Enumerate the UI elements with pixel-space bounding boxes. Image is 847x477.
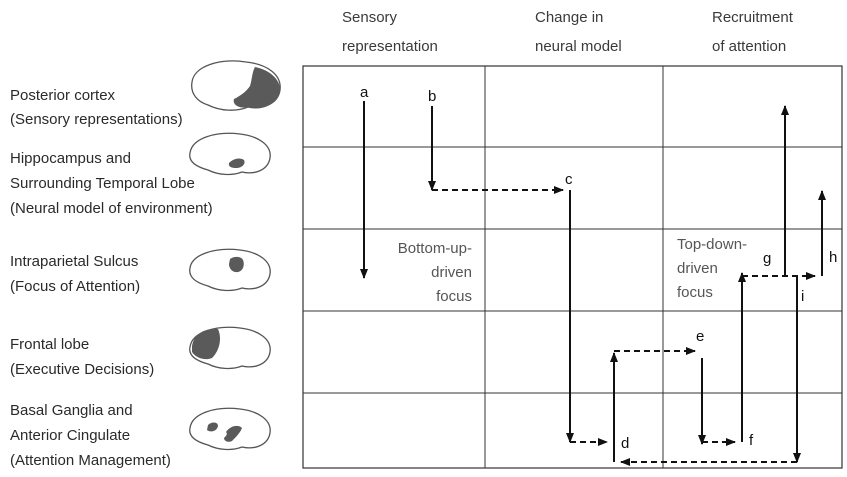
point-labels: a b c d e f g h i	[360, 84, 837, 452]
annotation-top-down: Top-down- driven focus	[677, 236, 747, 301]
point-label-i: i	[801, 288, 804, 305]
row-label-intraparietal-line1: Intraparietal Sulcus	[10, 253, 138, 270]
annotation-top-down-line2: driven	[677, 260, 718, 277]
column-header-attention-line1: Recruitment	[712, 9, 794, 26]
row-label-posterior-cortex-line1: Posterior cortex	[10, 87, 116, 104]
brain-hippocampus-icon	[189, 132, 271, 176]
column-header-neural-model-line1: Change in	[535, 9, 603, 26]
annotation-bottom-up-line1: Bottom-up-	[398, 240, 472, 257]
row-label-frontal-lobe-line1: Frontal lobe	[10, 336, 89, 353]
row-label-hippocampus-line3: (Neural model of environment)	[10, 200, 213, 217]
solid-arrows	[360, 101, 826, 463]
row-label-basal-ganglia-line2: Anterior Cingulate	[10, 427, 130, 444]
annotation-bottom-up: Bottom-up- driven focus	[398, 240, 472, 305]
row-label-hippocampus-line2: Surrounding Temporal Lobe	[10, 175, 195, 192]
brain-frontal-lobe-icon	[189, 326, 271, 370]
point-label-h: h	[829, 249, 837, 266]
point-label-b: b	[428, 88, 436, 105]
point-label-a: a	[360, 84, 369, 101]
column-header-attention-line2: of attention	[712, 38, 786, 55]
annotation-top-down-line3: focus	[677, 284, 713, 301]
grid	[302, 65, 843, 469]
point-label-f: f	[749, 432, 754, 449]
row-label-basal-ganglia-line3: (Attention Management)	[10, 452, 171, 469]
grid-border	[302, 65, 843, 469]
row-label-hippocampus-line1: Hippocampus and	[10, 150, 131, 167]
column-headers: Sensory representation Change in neural …	[342, 9, 794, 55]
row-labels: Posterior cortex (Sensory representation…	[10, 87, 213, 469]
point-label-g: g	[763, 250, 771, 267]
dashed-arrows	[432, 186, 816, 466]
brain-posterior-cortex-icon	[191, 60, 281, 111]
annotation-bottom-up-line3: focus	[436, 288, 472, 305]
brain-intraparietal-icon	[189, 248, 271, 292]
point-label-d: d	[621, 435, 629, 452]
annotation-top-down-line1: Top-down-	[677, 236, 747, 253]
row-label-posterior-cortex-line2: (Sensory representations)	[10, 111, 183, 128]
point-label-c: c	[565, 171, 573, 188]
row-label-basal-ganglia-line1: Basal Ganglia and	[10, 402, 133, 419]
annotation-bottom-up-line2: driven	[431, 264, 472, 281]
row-label-intraparietal-line2: (Focus of Attention)	[10, 278, 140, 295]
row-label-frontal-lobe-line2: (Executive Decisions)	[10, 361, 154, 378]
column-header-sensory-line1: Sensory	[342, 9, 398, 26]
point-label-e: e	[696, 328, 704, 345]
column-header-neural-model-line2: neural model	[535, 38, 622, 55]
brain-basal-ganglia-icon	[189, 407, 271, 451]
column-header-sensory-line2: representation	[342, 38, 438, 55]
